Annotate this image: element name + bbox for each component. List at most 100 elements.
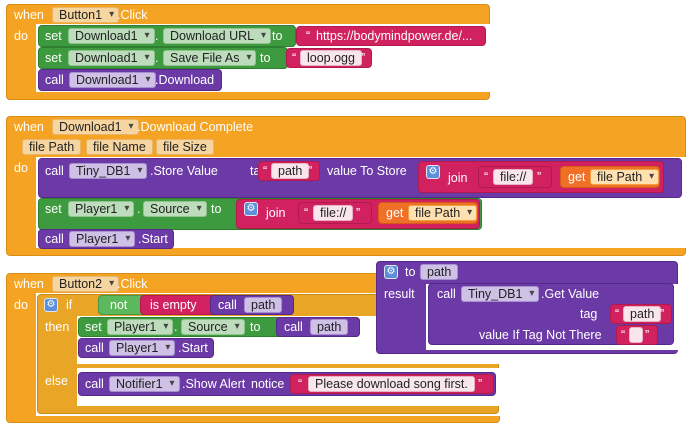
call-keyword: call (218, 298, 237, 312)
when-keyword: when (14, 277, 44, 291)
quote-open: “ (263, 164, 268, 178)
call-keyword: call (284, 320, 303, 334)
event-name: .Click (117, 8, 148, 22)
set-keyword: set (45, 29, 62, 43)
component-dropdown-player1[interactable]: Player1 (69, 231, 136, 247)
component-dropdown-button2[interactable]: Button2 (52, 276, 120, 292)
url-text[interactable]: https://bodymindpower.de/... (316, 29, 473, 43)
set-keyword: set (45, 202, 62, 216)
method-start: .Start (178, 341, 208, 355)
to-keyword: to (211, 202, 222, 216)
component-dropdown-download1[interactable]: Download1 (68, 50, 155, 66)
quote-close: ” (645, 328, 650, 342)
quote-close: ” (308, 164, 313, 178)
quote-close: ” (537, 170, 542, 184)
quote-open: “ (621, 328, 626, 342)
param-file-size[interactable]: file Size (156, 139, 214, 155)
variable-dropdown-file-path[interactable]: file Path (408, 205, 478, 221)
notice-label: notice (251, 377, 285, 391)
gear-icon[interactable]: ⚙ (384, 265, 398, 279)
quote-close: ” (478, 377, 483, 391)
call-keyword: call (85, 341, 104, 355)
else-keyword: else (45, 374, 68, 388)
tag-path-text[interactable]: path (623, 306, 662, 322)
gear-icon[interactable]: ⚙ (244, 202, 258, 216)
variable-dropdown-file-path[interactable]: file Path (590, 169, 660, 185)
component-dropdown-tinydb1[interactable]: Tiny_DB1 (69, 163, 148, 179)
event-name: .Download Complete (137, 120, 254, 134)
do-keyword: do (14, 161, 28, 175)
property-dropdown-download-url[interactable]: Download URL (163, 28, 272, 44)
get-keyword: get (386, 206, 404, 220)
quote-close: ” (361, 51, 366, 65)
tag-path-text[interactable]: path (271, 163, 310, 179)
empty-text[interactable] (629, 327, 643, 343)
quote-open: “ (306, 29, 311, 43)
text-block-url[interactable] (296, 26, 486, 46)
not-keyword: not (110, 298, 128, 312)
property-dropdown-source[interactable]: Source (181, 319, 245, 335)
quote-close: ” (660, 307, 665, 321)
method-download: .Download (155, 73, 215, 87)
do-keyword: do (14, 29, 28, 43)
file-prefix-text[interactable]: file:// (493, 169, 534, 185)
event-block-spine (6, 4, 36, 100)
set-keyword: set (85, 320, 102, 334)
alert-text[interactable]: Please download song first. (308, 376, 475, 392)
then-keyword: then (45, 320, 70, 334)
gear-icon[interactable]: ⚙ (44, 298, 58, 312)
to-keyword: to (260, 51, 271, 65)
result-keyword: result (384, 287, 415, 301)
method-start: .Start (138, 232, 168, 246)
component-dropdown-player1[interactable]: Player1 (68, 201, 135, 217)
quote-open: “ (615, 307, 620, 321)
component-dropdown-player1[interactable]: Player1 (107, 319, 174, 335)
file-prefix-text[interactable]: file:// (313, 205, 354, 221)
quote-close: ” (356, 206, 361, 220)
component-dropdown-tinydb1[interactable]: Tiny_DB1 (461, 286, 540, 302)
to-keyword: to (272, 29, 283, 43)
procedure-name-path[interactable]: path (420, 264, 459, 280)
call-keyword: call (45, 232, 64, 246)
to-keyword: to (250, 320, 261, 334)
param-file-path[interactable]: file Path (22, 139, 82, 155)
gear-icon[interactable]: ⚙ (426, 165, 440, 179)
param-file-name[interactable]: file Name (86, 139, 153, 155)
get-keyword: get (568, 170, 586, 184)
component-dropdown-button1[interactable]: Button1 (52, 7, 120, 23)
component-dropdown-download1[interactable]: Download1 (68, 28, 155, 44)
component-dropdown-download1[interactable]: Download1 (69, 72, 156, 88)
property-dropdown-save-file-as[interactable]: Save File As (163, 50, 257, 66)
quote-open: “ (484, 170, 489, 184)
dot: . (155, 29, 159, 43)
quote-open: “ (304, 206, 309, 220)
component-dropdown-download1[interactable]: Download1 (52, 119, 139, 135)
tag-label: tag (580, 307, 598, 321)
join-keyword: join (266, 206, 286, 220)
dot: . (155, 51, 159, 65)
event-name: .Click (117, 277, 148, 291)
if-keyword: if (66, 298, 73, 312)
call-keyword: call (45, 164, 64, 178)
when-keyword: when (14, 120, 44, 134)
call-keyword: call (45, 73, 64, 87)
quote-open: “ (298, 377, 303, 391)
quote-open: “ (292, 51, 297, 65)
set-keyword: set (45, 51, 62, 65)
component-dropdown-notifier1[interactable]: Notifier1 (109, 376, 180, 392)
is-empty-keyword: is empty (150, 298, 197, 312)
property-dropdown-source[interactable]: Source (143, 201, 207, 217)
component-dropdown-player1[interactable]: Player1 (109, 340, 176, 356)
call-keyword: call (85, 377, 104, 391)
do-keyword: do (14, 298, 28, 312)
method-get-value: .Get Value (541, 287, 600, 301)
method-store-value: .Store Value (150, 164, 218, 178)
call-keyword: call (437, 287, 456, 301)
dot: . (137, 202, 141, 216)
filename-text[interactable]: loop.ogg (300, 50, 362, 66)
when-keyword: when (14, 8, 44, 22)
join-keyword: join (448, 171, 468, 185)
procedure-name-path[interactable]: path (310, 319, 349, 335)
dot: . (174, 320, 178, 334)
procedure-name-path[interactable]: path (244, 297, 283, 313)
